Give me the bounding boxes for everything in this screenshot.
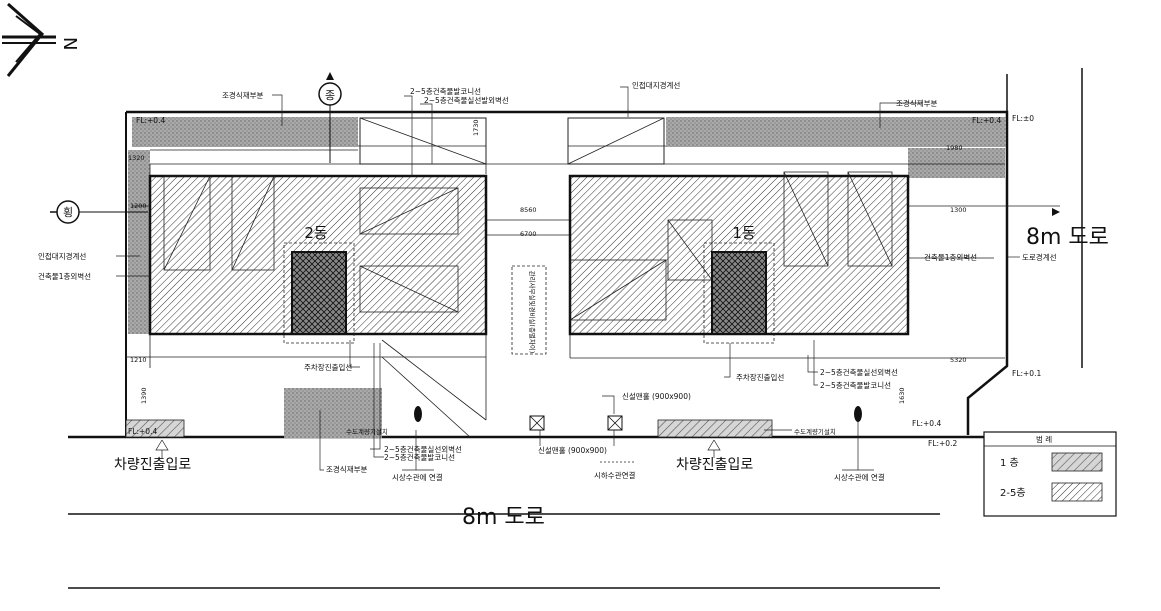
parking-strip-right [657, 419, 773, 438]
water-conn-right-label: 시상수관에 연결 [834, 472, 885, 482]
building-2-label: 2동 [304, 224, 328, 242]
landscape-strip-right [908, 148, 1005, 178]
stair-box-top-left [359, 117, 487, 165]
horizontal-section-icon [50, 200, 1060, 224]
outer-wall-right-label: 2~5층건축물실선외벽선 [820, 367, 898, 377]
dim-1390: 1390 [140, 387, 148, 404]
dim-1210: 1210 [130, 356, 147, 364]
fl-right-1: FL:+0.1 [1012, 369, 1041, 378]
road-bottom-label: 8m 도로 [462, 505, 545, 530]
building-1 [568, 171, 910, 344]
balcony-line-bottom-label: 2~5층건축물발코니선 [384, 452, 455, 462]
water-meter-icon [414, 406, 422, 422]
balcony-line-right-label: 2~5층건축물발코니선 [820, 380, 891, 390]
fl-top-right-2: FL:±0 [1012, 114, 1034, 123]
dim-1300: 1300 [950, 206, 967, 214]
adjacent-boundary-left-label: 인접대지경계선 [38, 251, 86, 261]
outer-wall-top-label: 2~5층건축물실선발외벽선 [424, 95, 509, 105]
vehicle-entry-right-label: 차량진출입로 [676, 457, 753, 473]
manhole-top-label: 신설맨홀 (900x900) [622, 391, 691, 401]
manhole-icon [529, 415, 545, 431]
landscape-strip-top-left [132, 117, 358, 147]
landscape-area-bottom [284, 388, 382, 438]
ground-wall-right-label: 건축물1층외벽선 [924, 252, 977, 262]
center-annex-label: 관리사무실및경비실(층별차이) [528, 271, 537, 354]
dim-1630: 1630 [898, 387, 906, 404]
legend-row-2: 2-5층 [1000, 487, 1026, 499]
storm-drain-label: 시하수관연결 [594, 470, 635, 480]
dim-6700: 6700 [520, 230, 537, 238]
parking-line-left-label: 주차장진출입선 [304, 362, 352, 372]
parking-strip-left [125, 419, 185, 438]
north-arrow-icon: N [2, 2, 80, 77]
vertical-section-label: 종 [325, 89, 335, 102]
dim-5320: 5320 [950, 356, 967, 364]
landscape-bottom-label: 조경식재부분 [326, 464, 367, 474]
outer-wall-bottom-label: 2~5층건축물실선외벽선 [384, 444, 462, 454]
manhole-bottom-label: 신설맨홀 (900x900) [538, 445, 607, 455]
center-annex [511, 265, 547, 355]
balcony-line-top-label: 2~5층건축물발코니선 [410, 86, 481, 96]
manhole-icon [607, 415, 623, 431]
landscape-strip-left [128, 150, 150, 334]
fl-top-right: FL:+0.4 [972, 116, 1001, 125]
vehicle-entry-left-label: 차량진출입로 [114, 457, 191, 473]
ground-wall-left-label: 건축물1층외벽선 [38, 271, 91, 281]
stair-box-top-right [567, 117, 665, 165]
fl-top-left: FL:+0.4 [136, 116, 165, 125]
leader-lines [116, 86, 1020, 471]
landscape-top-right-label: 조경식재부분 [896, 98, 937, 108]
horizontal-section-label: 횡 [63, 206, 73, 219]
landscape-strip-top-right [666, 117, 1006, 147]
north-label: N [59, 37, 80, 50]
road-boundary-label: 도로경계선 [1022, 252, 1057, 262]
legend-row-1: 1 층 [1000, 457, 1019, 469]
faucet-left-label: 수도계량기설치 [346, 427, 388, 436]
faucet-right-label: 수도계량기설치 [794, 427, 836, 436]
dim-1200: 1200 [130, 202, 147, 210]
dim-8560: 8560 [520, 206, 537, 214]
water-meter-icon [854, 406, 862, 422]
dim-1980: 1980 [946, 144, 963, 152]
landscape-top-left-label: 조경식재부분 [222, 90, 263, 100]
adjacent-boundary-top-label: 인접대지경계선 [632, 80, 680, 90]
fl-bottom-left: FL:+0.4 [128, 427, 157, 436]
water-conn-left-label: 시상수관에 연결 [392, 472, 443, 482]
vertical-section-icon [318, 72, 342, 163]
dim-1730: 1730 [472, 119, 480, 136]
building-2 [148, 174, 488, 344]
fl-right-2: FL:+0.4 [912, 419, 941, 428]
legend-title: 범 례 [1036, 434, 1052, 444]
fl-right-3: FL:+0.2 [928, 439, 957, 448]
building-1-label: 1동 [732, 224, 756, 242]
road-right-label: 8m 도로 [1026, 225, 1109, 250]
parking-line-right-label: 주차장진출입선 [736, 372, 784, 382]
legend [983, 431, 1117, 517]
site-boundary [68, 74, 1009, 439]
dim-1320: 1320 [128, 154, 145, 162]
